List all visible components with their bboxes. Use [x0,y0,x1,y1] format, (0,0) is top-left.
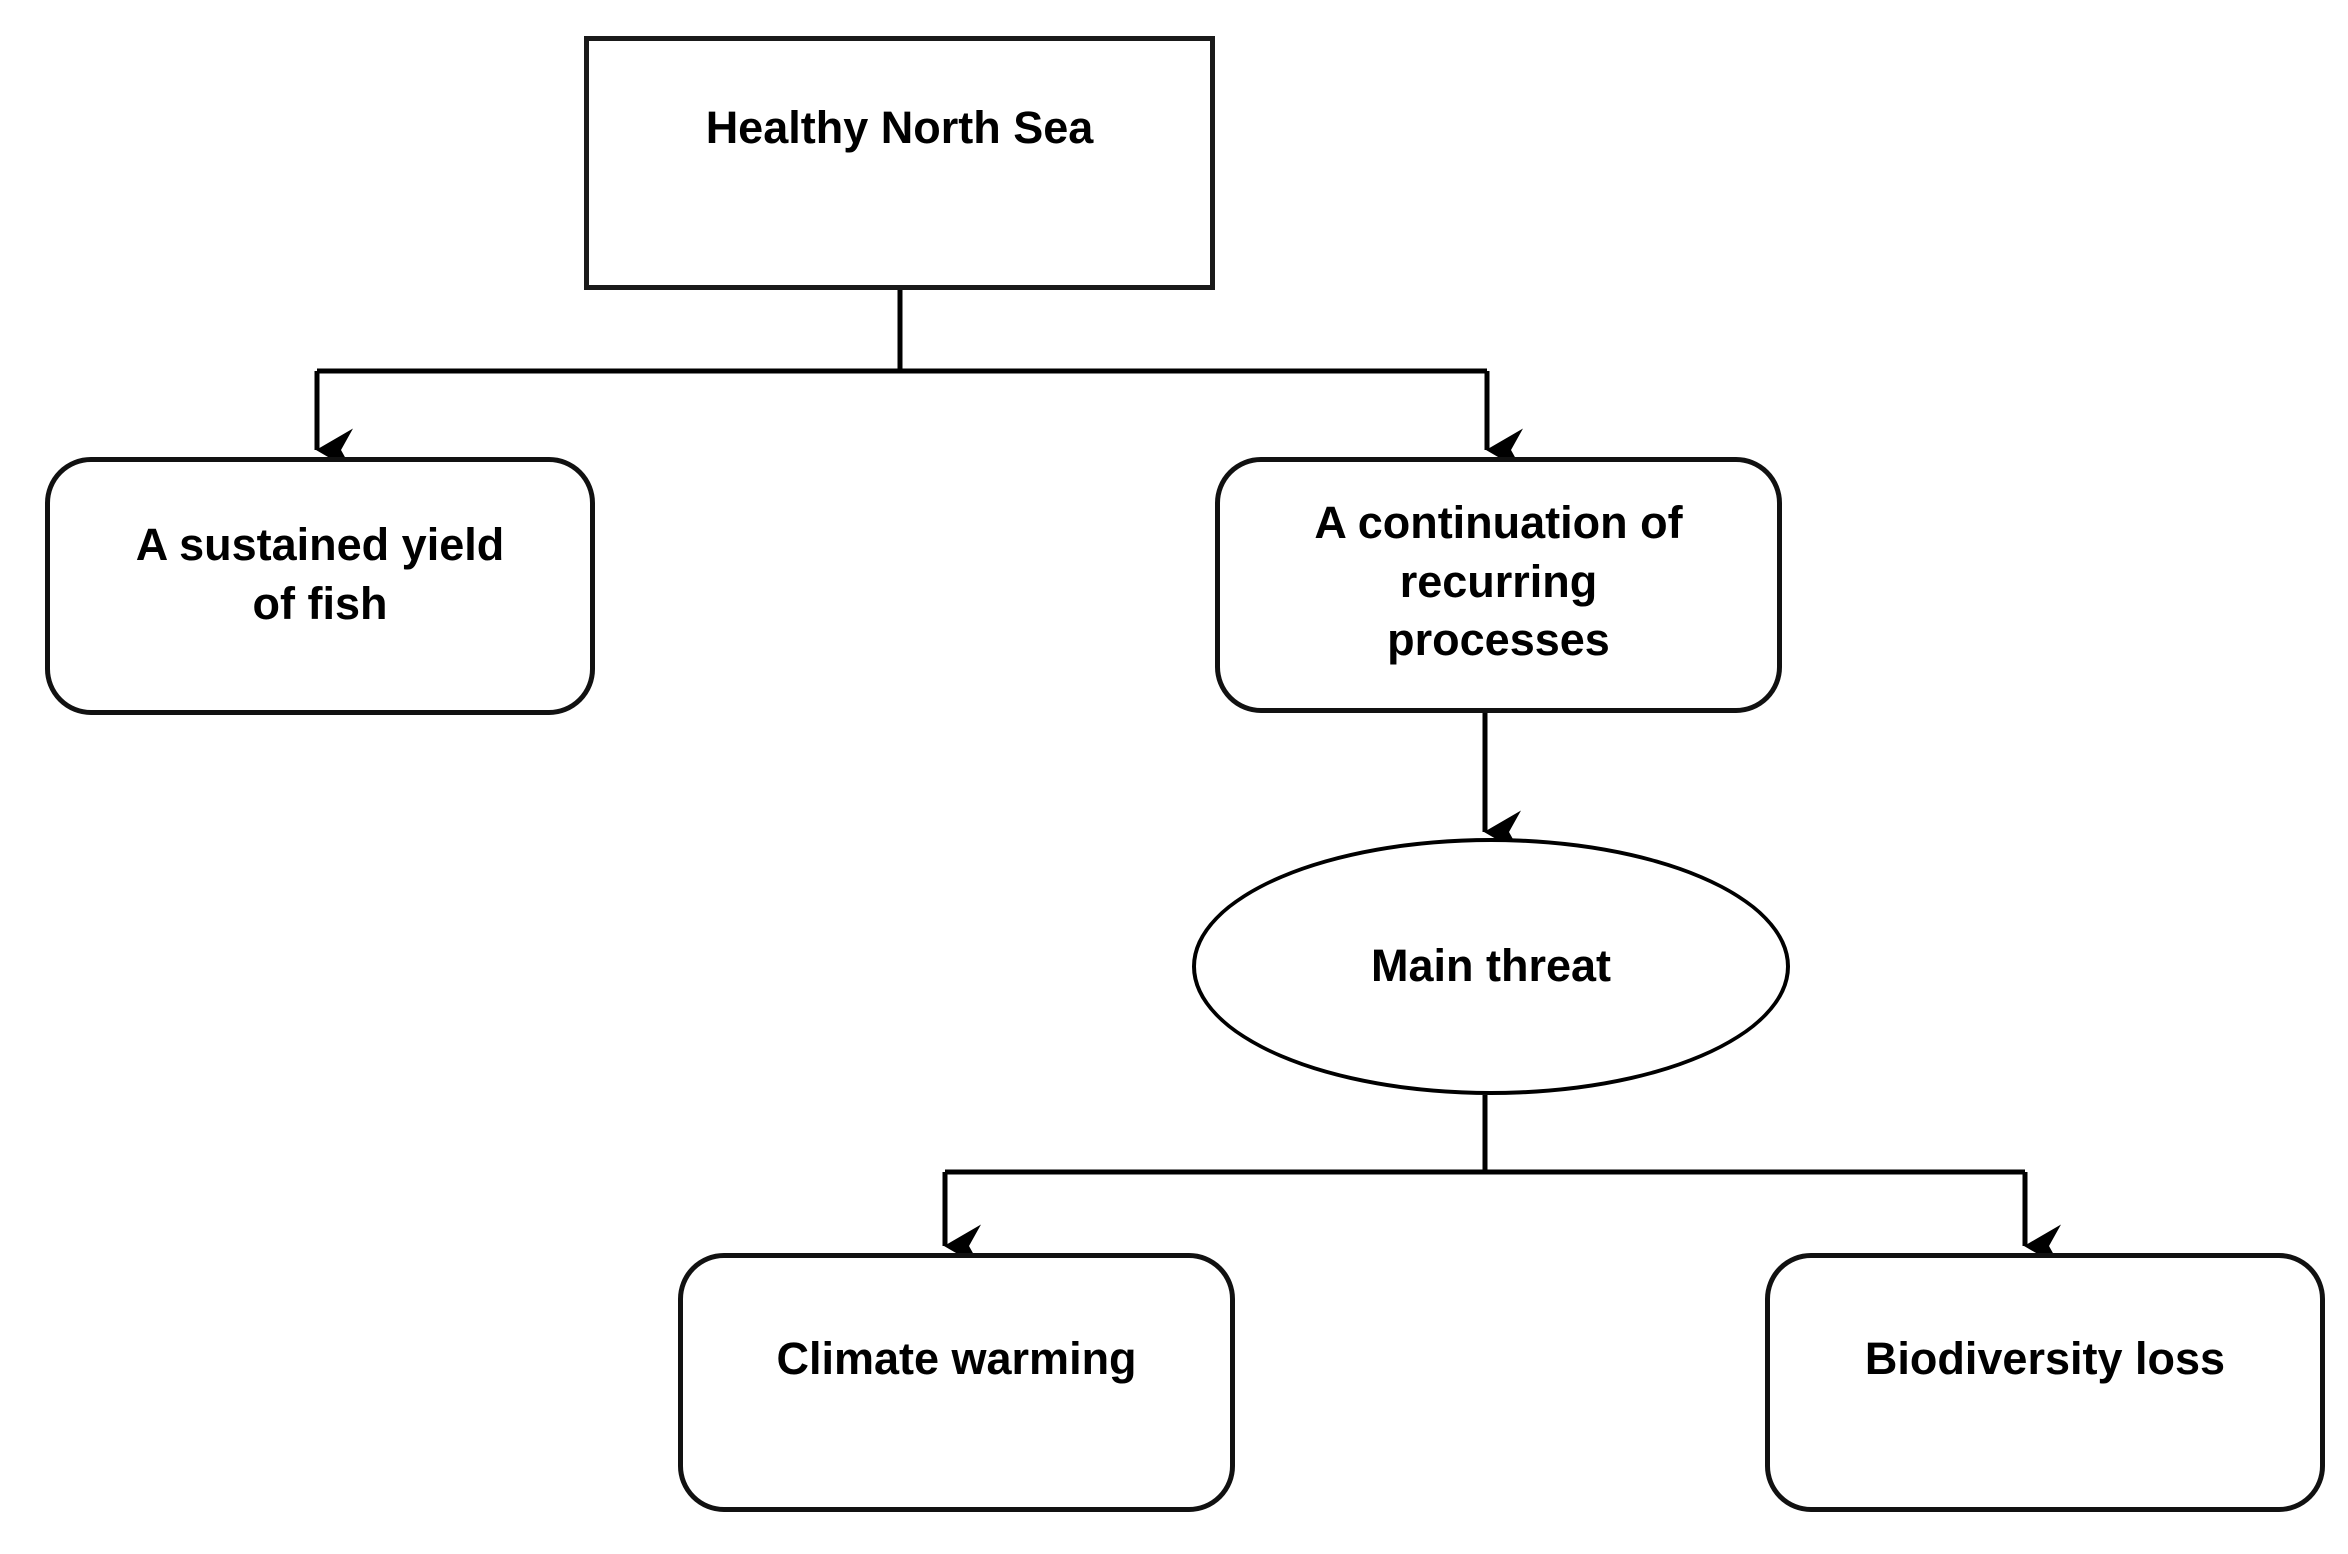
edge-threat-to-children [942,1095,2062,1268]
node-label-yield: A sustained yield of fish [135,519,505,629]
node-label-processes: A continuation of recurring processes [1314,497,1683,665]
node-label-threat: Main threat [1370,940,1612,992]
node-healthy-north-sea[interactable]: Healthy North Sea [584,36,1215,290]
node-continuation-of-recurring-processes[interactable]: A continuation of recurring processes [1215,457,1782,713]
node-sustained-yield-of-fish[interactable]: A sustained yield of fish [45,457,595,715]
node-biodiversity-loss[interactable]: Biodiversity loss [1765,1253,2325,1512]
node-label-climate: Climate warming [776,1333,1137,1384]
node-label-root: Healthy North Sea [705,102,1094,153]
node-label-biodiversity: Biodiversity loss [1864,1333,2226,1384]
edge-root-to-children [314,290,1524,472]
node-main-threat[interactable]: Main threat [1192,838,1790,1095]
node-climate-warming[interactable]: Climate warming [678,1253,1235,1512]
